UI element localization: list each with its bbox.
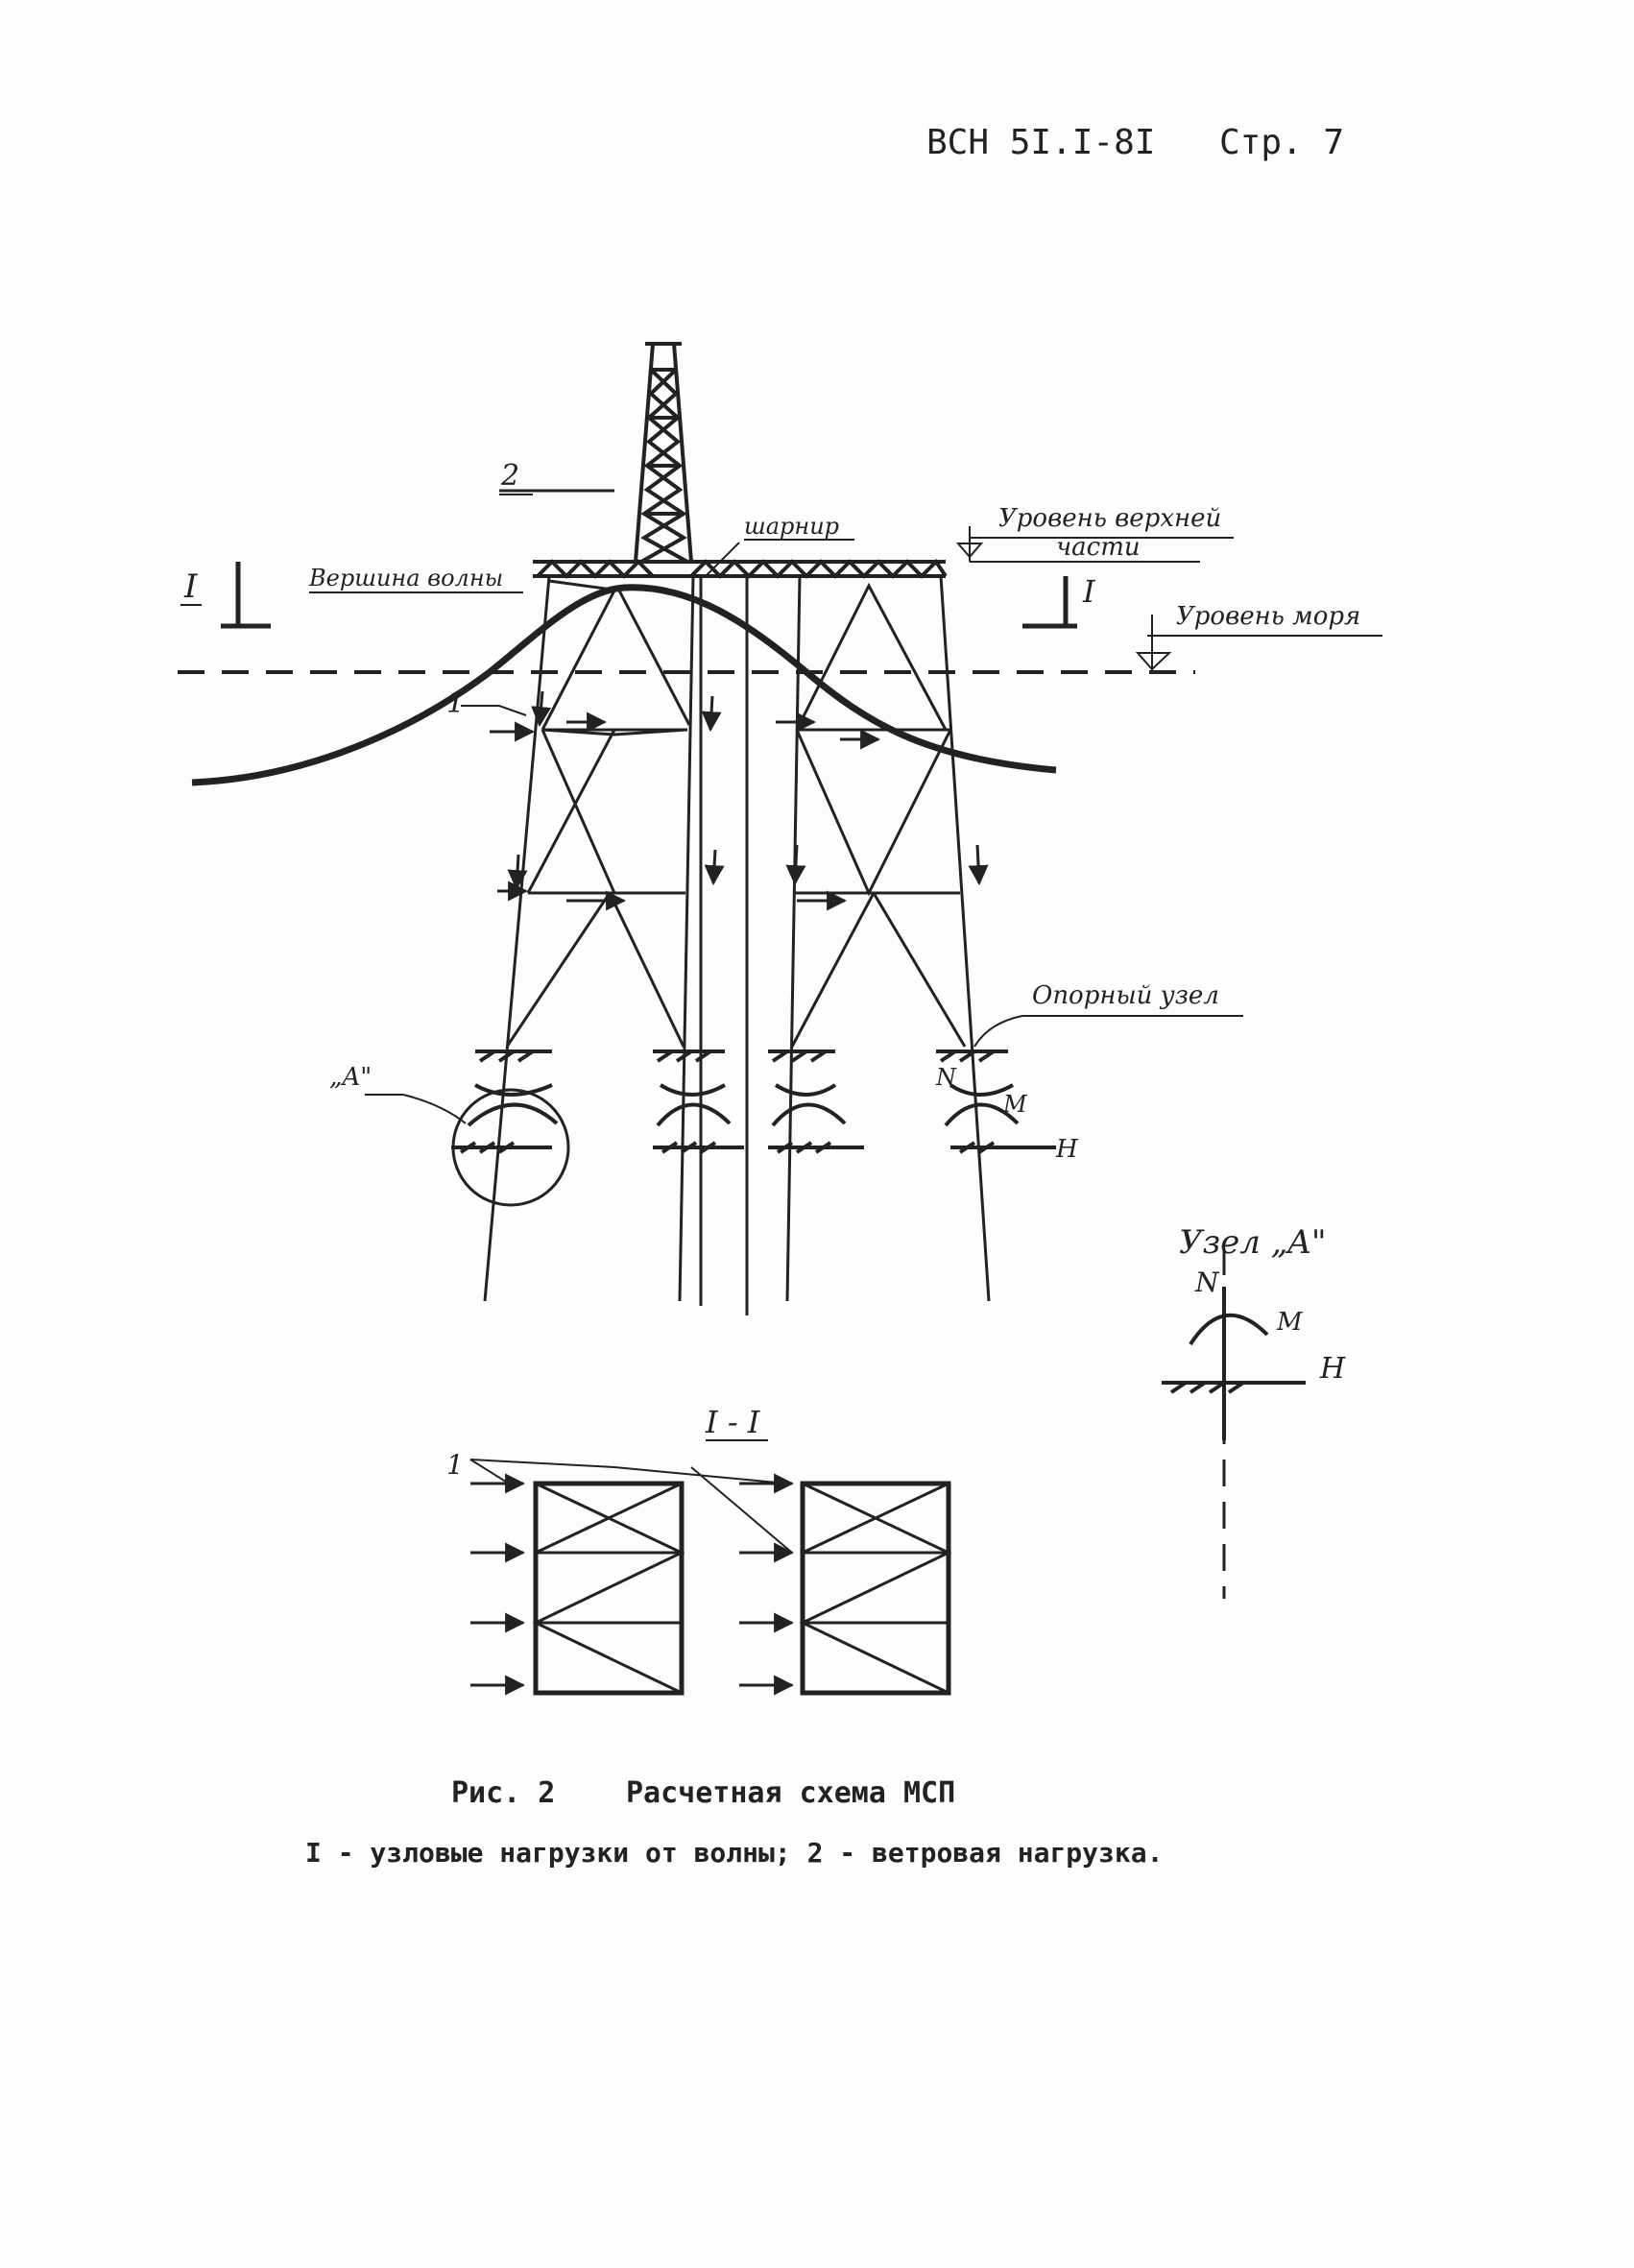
upper-level-label-2: части [1056, 533, 1141, 562]
section-view [533, 1481, 951, 1696]
sea-level-marker [1135, 615, 1172, 672]
left-jacket [483, 575, 695, 1302]
deck-truss [533, 558, 948, 579]
derrick-tower [634, 342, 693, 564]
wave-crest-label: Вершина волны [308, 565, 503, 591]
section-load-number: 1 [446, 1449, 464, 1481]
support-node-label: Опорный узел [1032, 981, 1219, 1010]
wave-profile [191, 584, 1057, 786]
page-number: Стр. 7 [1219, 123, 1345, 162]
section-bracing [532, 1482, 952, 1695]
node-a-force-m: M [1276, 1308, 1304, 1337]
figure-legend: I - узловые нагрузки от волны; 2 - ветро… [305, 1837, 1164, 1869]
node-a-detail [1162, 1287, 1306, 1440]
hinge-label: шарнир [744, 513, 839, 540]
node-a-force-h: H [1319, 1352, 1346, 1386]
support-force-n: N [935, 1064, 957, 1091]
section-label-right: I [1082, 573, 1096, 610]
section-load-arrows [470, 1473, 795, 1696]
figure-number: Рис. 2 [451, 1776, 556, 1810]
support-nodes [451, 1050, 1056, 1154]
section-title: I - I [705, 1404, 761, 1440]
node-load-arrows [490, 690, 989, 911]
node-a-title: Узел „A" [1179, 1223, 1327, 1262]
support-force-h: H [1055, 1135, 1079, 1164]
figure-title: Расчетная схема МСП [626, 1776, 956, 1810]
node-load-number: 1 [446, 687, 465, 720]
wind-load-number: 2 [500, 459, 519, 493]
support-force-m: M [1002, 1091, 1028, 1118]
section-marker-left [221, 562, 271, 629]
upper-level-marker [955, 526, 984, 562]
central-column [699, 576, 749, 1315]
node-a-ref-label: „A" [329, 1063, 372, 1092]
section-label-left: I [183, 567, 198, 606]
node-a-circle [451, 1088, 570, 1207]
upper-level-label-1: Уровень верхней [998, 504, 1221, 533]
section-marker-right [1022, 576, 1077, 629]
node-a-force-n: N [1194, 1267, 1220, 1298]
sea-level-label: Уровень моря [1176, 602, 1360, 631]
doc-code: ВСН 5I.I-8I [926, 123, 1156, 162]
